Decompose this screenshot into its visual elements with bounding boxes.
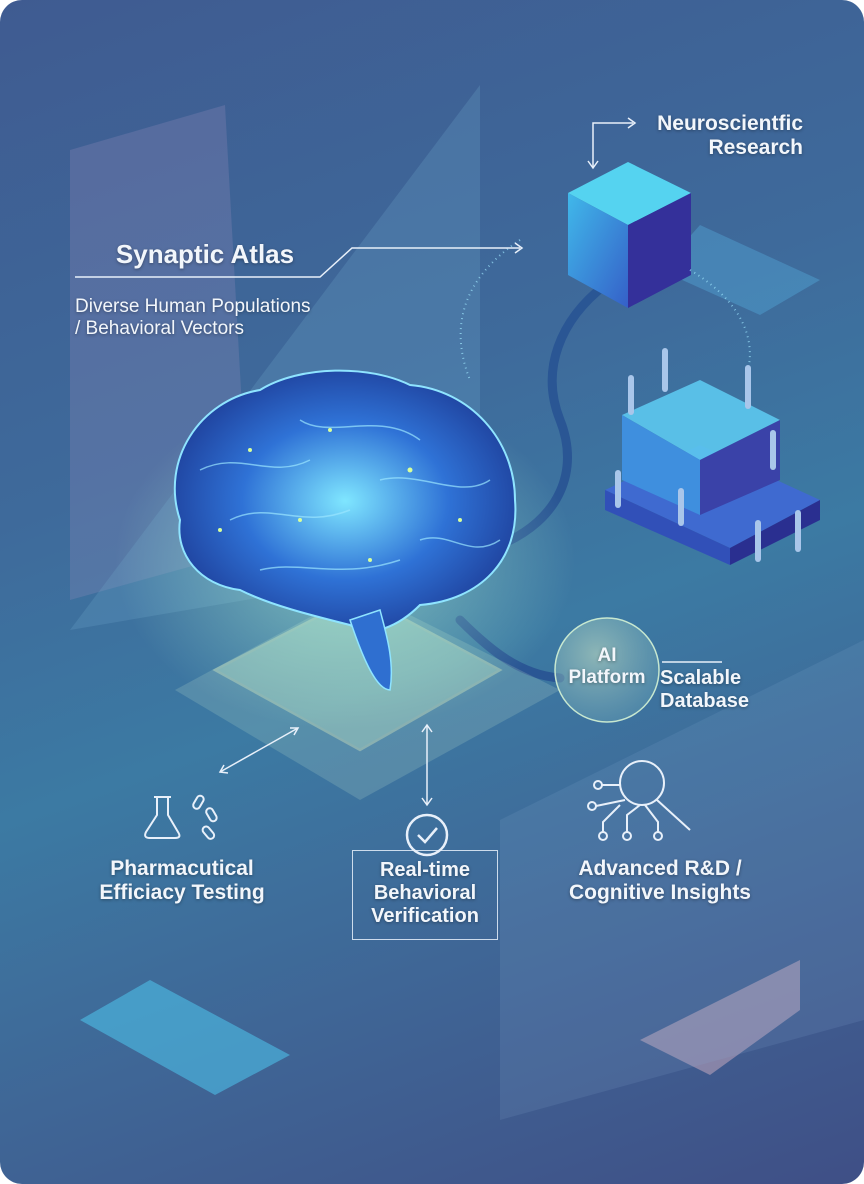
ai-platform-line: Platform — [568, 666, 646, 688]
ai-platform-label: AI Platform — [555, 645, 659, 689]
research-label-line: Research — [708, 136, 803, 160]
feature-line: Advanced R&D / — [578, 857, 742, 880]
subtitle-line: Diverse Human Populations — [75, 296, 311, 317]
research-label-line: Neuroscientfic — [657, 112, 803, 135]
feature-line: Verification — [371, 905, 479, 927]
database-label: Scalable Database — [660, 667, 749, 713]
research-cube-icon — [568, 162, 691, 308]
database-icon — [605, 348, 820, 565]
flask-pills-icon — [144, 794, 218, 840]
feature-line: Efficiacy Testing — [99, 881, 265, 905]
bg-shape — [80, 980, 290, 1095]
ai-platform-bubble — [554, 617, 660, 723]
bg-shape — [500, 640, 864, 1120]
research-arrow — [592, 122, 633, 168]
database-label-line: Scalable — [660, 667, 742, 689]
pharma-arrow — [219, 727, 299, 773]
research-label: Neuroscientfic Research — [657, 112, 803, 160]
subtitle-line: / Behavioral Vectors — [75, 317, 244, 339]
bg-shape — [640, 960, 800, 1075]
ai-platform-line: AI — [597, 645, 617, 666]
magnifier-network-icon — [587, 760, 691, 841]
database-label-line: Database — [660, 690, 749, 712]
title-leader-line — [75, 247, 520, 278]
check-circle-icon — [405, 813, 449, 857]
feature-advanced: Advanced R&D / Cognitive Insights — [545, 857, 775, 905]
feature-realtime-box: Real-time Behavioral Verification — [352, 850, 498, 940]
page-title: Synaptic Atlas — [115, 239, 295, 269]
feature-line: Cognitive Insights — [568, 881, 751, 905]
feature-line: Behavioral — [373, 882, 477, 904]
subtitle: Diverse Human Populations / Behavioral V… — [75, 296, 311, 340]
feature-line: Pharmacutical — [110, 857, 254, 880]
bg-shape — [660, 225, 820, 315]
feature-line: Real-time — [379, 859, 471, 881]
feature-pharma: Pharmacutical Efficiacy Testing — [62, 857, 302, 905]
brain-icon — [173, 369, 517, 691]
